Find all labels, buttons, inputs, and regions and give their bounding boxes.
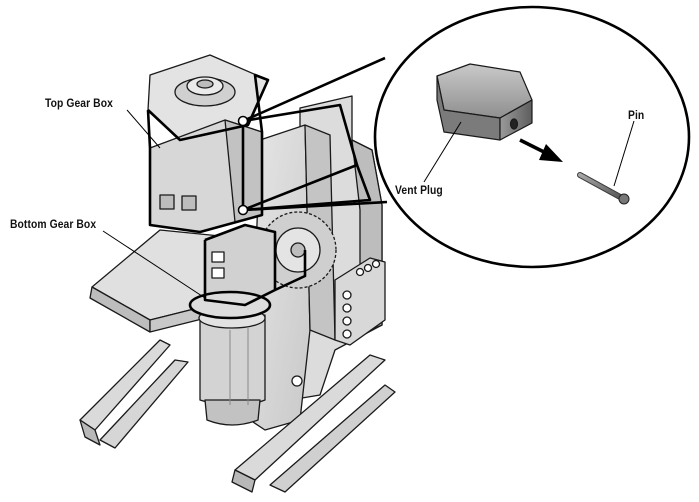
pin-head <box>618 193 630 205</box>
motor-housing-bottom <box>204 399 261 426</box>
top-gear-box-label: Top Gear Box <box>45 96 113 110</box>
mounting-hole <box>291 375 303 387</box>
vent-plug-detail <box>436 63 533 141</box>
vent-plug-hole <box>509 118 519 130</box>
bottom-gear-box-label: Bottom Gear Box <box>10 217 97 231</box>
pin-label: Pin <box>628 108 645 122</box>
leader-bottom-gear-box <box>102 230 206 299</box>
arrow-head <box>539 144 563 162</box>
leader-pin <box>613 120 635 187</box>
removal-arrow <box>519 138 563 162</box>
bottom-flange-outline <box>188 290 272 320</box>
motor-housing <box>199 314 266 407</box>
right-lower-rail-2 <box>269 384 396 493</box>
top-vent-marker <box>237 115 249 127</box>
leader-top-gear-box <box>126 109 161 149</box>
bottom-vent-marker <box>237 204 249 216</box>
terminal-holes <box>342 259 381 339</box>
detail-magnifier-circle <box>373 5 691 269</box>
leader-vent-plug <box>423 121 462 183</box>
callout-lines <box>241 56 388 212</box>
left-lower-rail-2 <box>99 359 189 449</box>
pin-detail <box>577 172 630 205</box>
leader-lines <box>102 109 635 299</box>
top-gear-box-outline <box>146 73 270 234</box>
vent-plug-label: Vent Plug <box>395 183 443 197</box>
gear-box-highlight-outlines <box>146 73 307 320</box>
operator-assembly <box>79 54 396 493</box>
